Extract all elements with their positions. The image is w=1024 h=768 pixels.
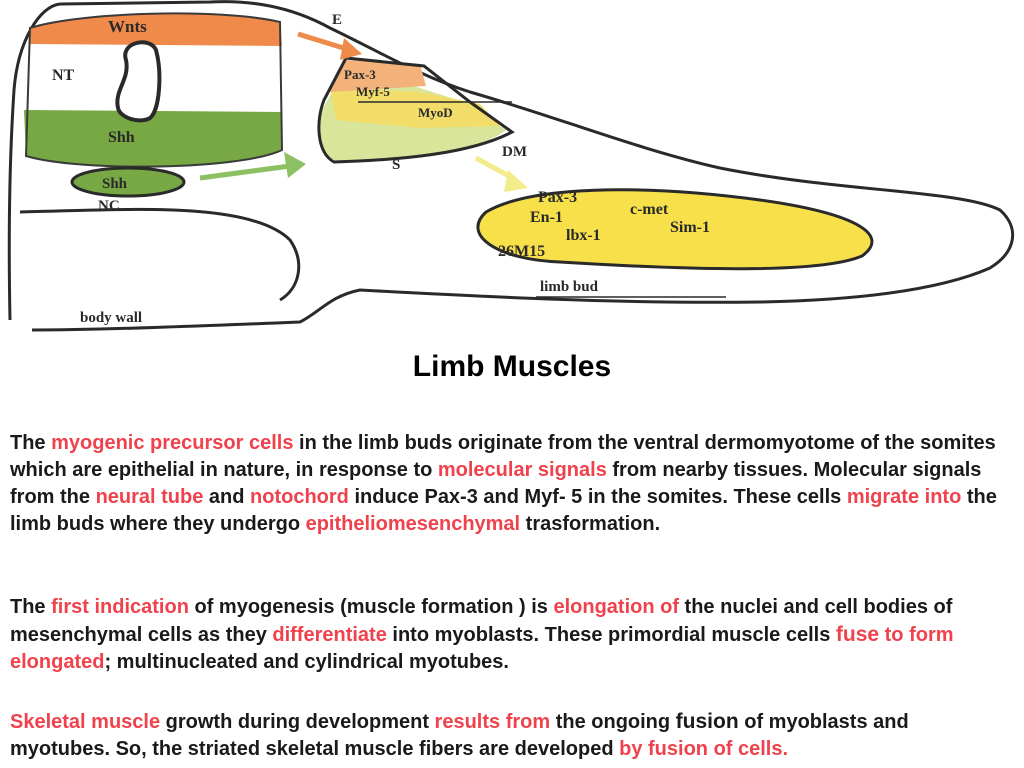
highlight-term: myogenic precursor cells [51,432,294,454]
label-nt: NT [52,67,75,84]
dermomyotome-pax3-band [330,60,426,92]
highlight-term: by fusion of cells. [619,738,789,760]
embryo-cross-section-diagram: Wnts NT Shh Shh NC E Pax-3 Myf-5 MyoD S … [7,0,1015,332]
highlight-term: epitheliomesenchymal [305,513,521,535]
text: and [203,486,251,508]
dermomyotome-myf5-band [330,88,500,128]
highlight-term: notochord [250,486,349,508]
label-dm: DM [502,144,527,160]
label-cmet: c-met [630,201,669,218]
text: ; multinucleated and cylindrical myotube… [104,651,509,673]
highlight-term: first indication [51,596,189,618]
label-sim1: Sim-1 [670,219,710,236]
embryo-body-outline [7,0,1015,332]
neural-tube-lumen [115,40,162,123]
text: of myoblasts and myotubes. So, the stria… [10,711,909,760]
label-en1: En-1 [530,209,563,226]
label-shh-neural-tube: Shh [108,129,135,146]
text: the ongoing [550,711,676,733]
label-pax3-limb: Pax-3 [538,189,577,206]
label-pax3-dermomyotome: Pax-3 [344,67,376,82]
highlight-term: neural tube [95,486,204,508]
label-nc: NC [98,198,120,214]
highlight-term: to form elongated [10,624,954,673]
label-e: E [332,12,342,28]
highlight-term: results from [434,711,551,733]
highlight-term: fuse [835,623,880,646]
text: of myogenesis (muscle formation ) is [188,596,554,618]
text: induce Pax-3 and Myf- 5 in the somites. … [348,486,847,508]
label-wnts: Wnts [108,17,147,36]
text: the limb buds where they undergo [10,486,997,535]
text: the nuclei and cell bodies of mesenchyma… [10,596,953,646]
neural-tube-wnts-region [30,13,282,47]
limb-bud-region [476,188,874,271]
text: from nearby tissues. Molecular signals f… [10,459,982,508]
label-body-wall: body wall [80,310,142,326]
body-cavity-outline [19,207,301,302]
label-myf5: Myf-5 [356,84,390,99]
neural-tube-shh-region [24,110,282,167]
text: into myoblasts. These primordial muscle … [386,624,836,646]
highlight-term: migrate into [846,486,962,508]
text: The [10,432,52,454]
text: trasformation. [520,513,661,535]
slide-title: Limb Muscles [412,350,612,383]
arrow-e-icon [297,31,362,60]
label-lbx1: lbx-1 [566,227,601,244]
text: growth during development [160,711,435,733]
paragraph-myogenesis: The first indication of myogenesis (musc… [10,594,1010,676]
emphasis-term: fusion [675,710,739,733]
notochord-shape [70,166,186,198]
highlight-term: differentiate [272,624,387,646]
label-s: S [392,157,400,173]
somite-outline [317,56,515,164]
neural-tube-outline [24,12,284,168]
paragraph-limb-origin: The myogenic precursor cells in the limb… [10,430,1010,538]
label-shh-notochord: Shh [102,176,128,192]
arrow-s-icon [199,152,306,181]
text: in the limb buds originate from the vent… [10,432,996,481]
text: The [10,596,52,618]
highlight-term: molecular signals [437,459,607,481]
arrow-dm-icon [474,155,528,192]
label-limb-bud: limb bud [540,279,599,295]
label-26m15: 26M15 [498,243,545,260]
label-myod: MyoD [418,105,453,120]
highlight-term: elongation of [553,596,679,618]
paragraph-skeletal-growth: Skeletal muscle growth during developmen… [10,708,1010,763]
highlight-term: Skeletal muscle [10,711,161,733]
